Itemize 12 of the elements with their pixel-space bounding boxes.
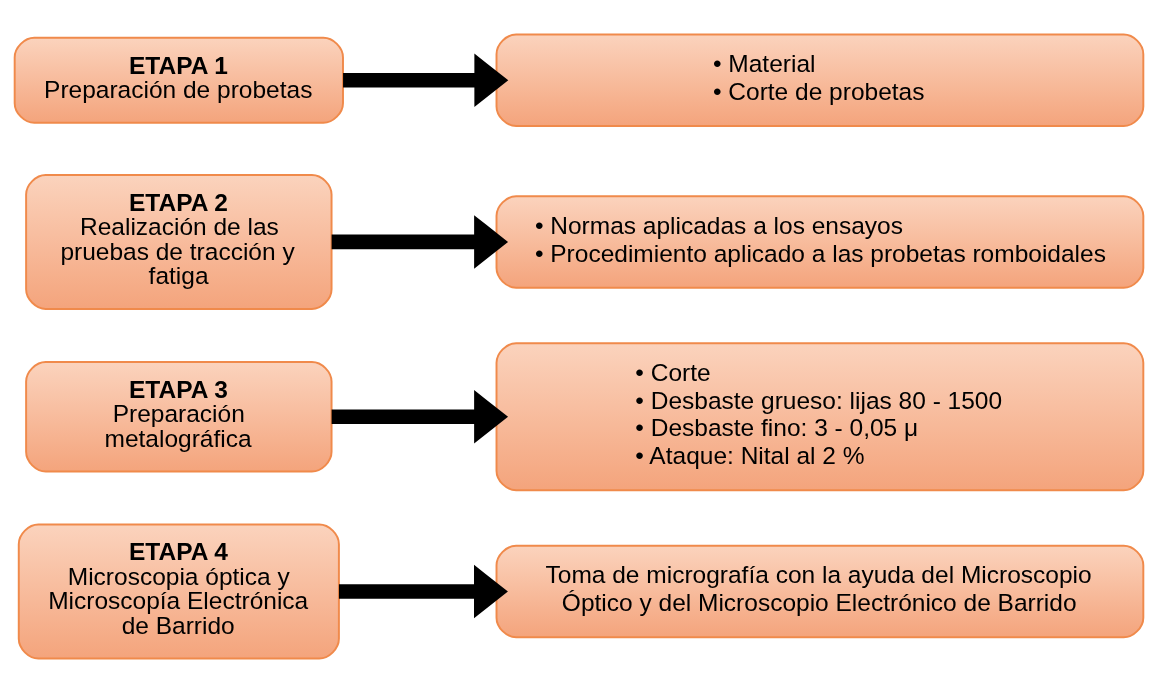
node-box: ETAPA 4 Microscopia óptica y Microscopía Electrónica de Barrido (17, 523, 340, 659)
arrow (343, 53, 509, 107)
node-box: Toma de micrografía con la ayuda del Microscopio Óptico y del Microscopio Electrónico de Barrido (495, 544, 1145, 638)
node-box: • Normas aplicadas a los ensayos • Procedimiento aplicado a las probetas romboidales (495, 194, 1145, 289)
node-box: • Corte • Desbaste grueso: lijas 80 - 1500 • Desbaste fino: 3 - 0,05 μ • Ataque: Nital al 2 % (495, 341, 1145, 491)
node-box: ETAPA 3 Preparación metalográfica (25, 360, 333, 472)
node-box: • Material • Corte de probetas (495, 33, 1145, 127)
arrow (331, 214, 509, 269)
node-box: ETAPA 1 Preparación de probetas (13, 36, 344, 124)
arrow (338, 564, 508, 618)
arrow (331, 389, 509, 443)
node-box: ETAPA 2 Realización de las pruebas de tracción y fatiga (25, 173, 333, 310)
